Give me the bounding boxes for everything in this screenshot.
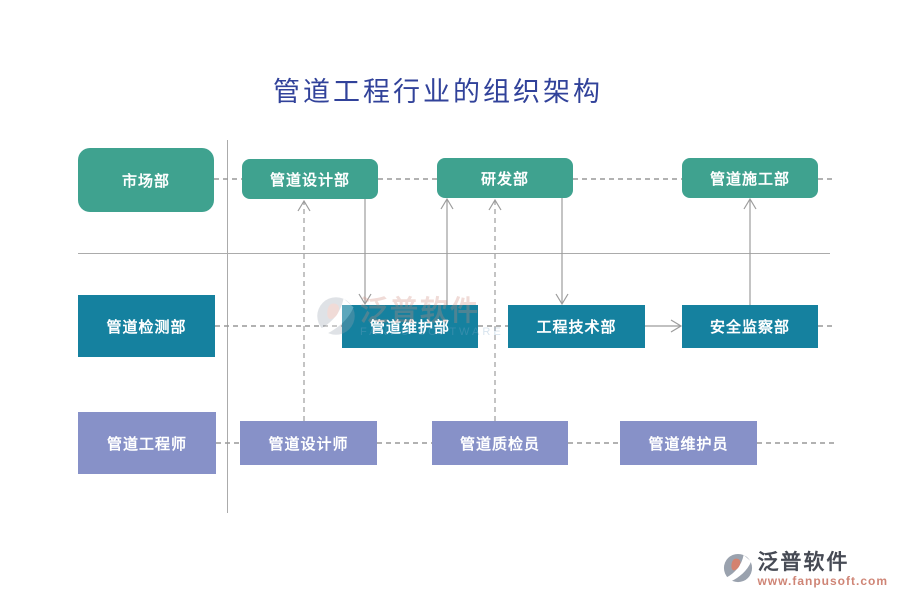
dashed-up-arrows [297, 198, 502, 421]
node-pipeline-inspection-dept[interactable]: 管道检测部 [78, 295, 215, 357]
node-market-dept[interactable]: 市场部 [78, 148, 214, 212]
node-pipeline-maintainer[interactable]: 管道维护员 [620, 421, 757, 465]
fanpu-logo-icon [723, 553, 753, 588]
node-pipeline-construction-dept[interactable]: 管道施工部 [682, 158, 818, 198]
footer-watermark: 泛普软件 www.fanpusoft.com [723, 552, 888, 588]
node-pipeline-qc-inspector[interactable]: 管道质检员 [432, 421, 568, 465]
solid-arrows [358, 197, 757, 333]
node-pipeline-design-dept[interactable]: 管道设计部 [242, 159, 378, 199]
node-pipeline-designer[interactable]: 管道设计师 [240, 421, 377, 465]
node-pipeline-maintenance-dept[interactable]: 管道维护部 [342, 305, 478, 348]
footer-watermark-brand: 泛普软件 [757, 551, 850, 574]
footer-watermark-url: www.fanpusoft.com [757, 574, 888, 588]
node-safety-supervision-dept[interactable]: 安全监察部 [682, 305, 818, 348]
node-engineering-tech-dept[interactable]: 工程技术部 [508, 305, 645, 348]
node-pipeline-engineer[interactable]: 管道工程师 [78, 412, 216, 474]
page-title: 管道工程行业的组织架构 [273, 77, 603, 107]
dashed-row-connectors [214, 178, 836, 444]
node-rd-dept[interactable]: 研发部 [437, 158, 573, 198]
